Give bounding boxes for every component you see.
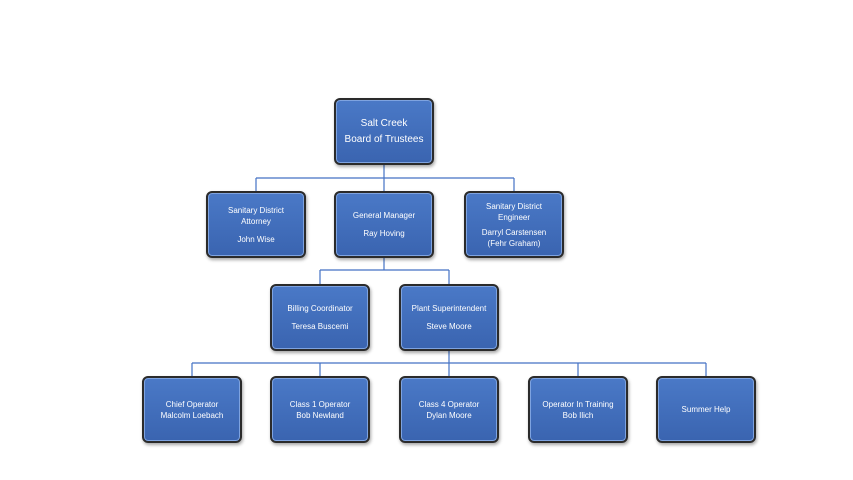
box-name: Malcolm Loebach — [160, 410, 224, 420]
general-manager-box: General Manager Ray Hoving — [334, 191, 434, 258]
box-title: Billing Coordinator — [287, 304, 353, 313]
box-name: John Wise — [237, 234, 275, 244]
engineer-box: Sanitary District Engineer Darryl Carste… — [464, 191, 564, 258]
box-name: Darryl Carstensen — [481, 227, 547, 237]
class-1-operator-box: Class 1 Operator Bob Newland — [270, 376, 370, 443]
attorney-box: Sanitary District Attorney John Wise — [206, 191, 306, 258]
box-title: General Manager — [352, 211, 416, 220]
operator-in-training-box: Operator In Training Bob Ilich — [528, 376, 628, 443]
box-title: Summer Help — [681, 405, 731, 414]
box-name: Bob Ilich — [562, 410, 594, 420]
box-name: Ray Hoving — [363, 229, 405, 238]
box-title: Class 4 Operator — [418, 399, 480, 409]
box-name: Teresa Buscemi — [291, 322, 349, 331]
billing-coordinator-box: Billing Coordinator Teresa Buscemi — [270, 284, 370, 351]
board-of-trustees-box: Salt Creek Board of Trustees — [334, 98, 434, 165]
box-title: Operator In Training — [542, 399, 614, 409]
box-title: Class 1 Operator — [289, 399, 351, 409]
box-title: Attorney — [241, 216, 271, 226]
plant-superintendent-box: Plant Superintendent Steve Moore — [399, 284, 499, 351]
box-name: Steve Moore — [426, 322, 472, 331]
box-name: Dylan Moore — [426, 410, 472, 420]
box-title: Sanitary District — [485, 201, 542, 211]
box-title: Engineer — [497, 212, 531, 222]
chief-operator-box: Chief Operator Malcolm Loebach — [142, 376, 242, 443]
box-title: Sanitary District — [227, 205, 284, 215]
class-4-operator-box: Class 4 Operator Dylan Moore — [399, 376, 499, 443]
box-title: Chief Operator — [165, 399, 219, 409]
box-title: Salt Creek — [360, 117, 408, 129]
box-title: Plant Superintendent — [411, 304, 487, 313]
box-name: Bob Newland — [296, 410, 344, 420]
box-title: Board of Trustees — [344, 133, 424, 145]
box-name: (Fehr Graham) — [487, 238, 541, 248]
summer-help-box: Summer Help — [656, 376, 756, 443]
